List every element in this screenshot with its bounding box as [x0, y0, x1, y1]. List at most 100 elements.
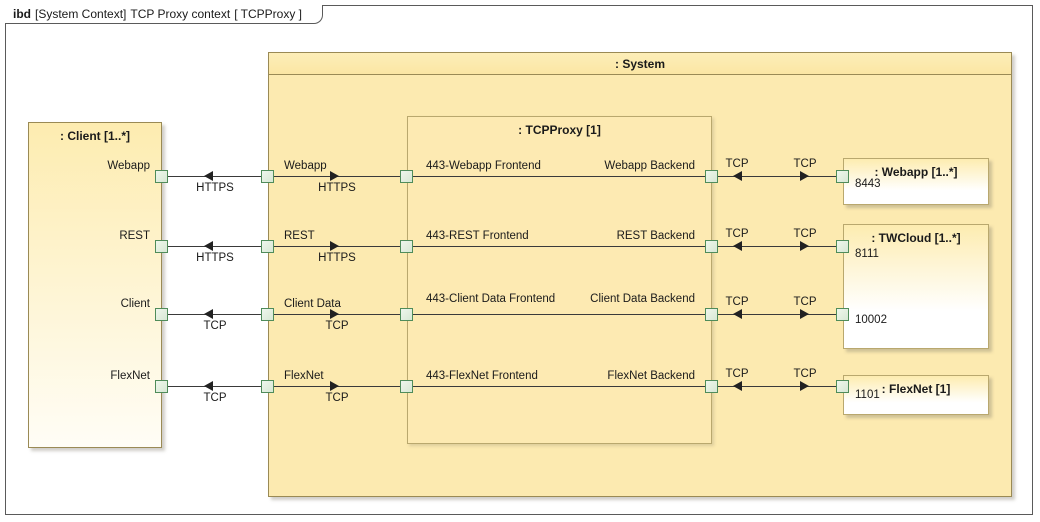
- twcloud-port-label-8111: 8111: [855, 248, 879, 260]
- arrow-right-2: [330, 241, 339, 251]
- diagram-title-tab[interactable]: ibd [System Context] TCP Proxy context […: [5, 5, 323, 24]
- arrow-right-r4: [800, 381, 809, 391]
- proxy-frontend-label-clientdata: 443-Client Data Frontend: [426, 293, 556, 305]
- connector-label-sys-endpoint-3: TCP: [793, 296, 817, 308]
- connector-proxy-internal-2: [413, 246, 705, 247]
- connector-label-system-proxy-1: HTTPS: [318, 182, 356, 194]
- webapp-port-label-8443: 8443: [855, 178, 881, 190]
- connector-label-sys-endpoint-4: TCP: [793, 368, 817, 380]
- arrow-right-r2: [800, 241, 809, 251]
- port-client-client[interactable]: [155, 308, 168, 321]
- connector-proxy-internal-3: [413, 314, 705, 315]
- arrow-left-3: [204, 309, 213, 319]
- client-port-label-flexnet: FlexNet: [110, 370, 150, 382]
- client-port-label-rest: REST: [119, 230, 150, 242]
- diagram-type: [ TCPProxy ]: [234, 7, 302, 21]
- connector-label-system-proxy-2: HTTPS: [318, 252, 356, 264]
- flexnet-port-label-1101: 1101: [855, 389, 880, 401]
- diagram-name: TCP Proxy context: [130, 7, 231, 21]
- connector-proxy-endpoint-1[interactable]: [718, 176, 836, 177]
- arrow-right-4: [330, 381, 339, 391]
- connector-label-system-proxy-4: TCP: [325, 392, 349, 404]
- proxy-frontend-label-webapp: 443-Webapp Frontend: [426, 160, 541, 172]
- port-client-webapp[interactable]: [155, 170, 168, 183]
- port-system-left-rest[interactable]: [261, 240, 274, 253]
- arrow-right-r1: [800, 171, 809, 181]
- system-port-label-webapp: Webapp: [284, 160, 327, 172]
- arrow-left-4: [204, 381, 213, 391]
- port-system-left-webapp[interactable]: [261, 170, 274, 183]
- proxy-frontend-label-rest: 443-REST Frontend: [426, 230, 529, 242]
- client-port-label-webapp: Webapp: [107, 160, 150, 172]
- connector-label-client-system-1: HTTPS: [196, 182, 234, 194]
- connector-client-system-2[interactable]: [168, 246, 261, 247]
- arrow-left-1: [204, 171, 213, 181]
- connector-label-client-system-2: HTTPS: [196, 252, 234, 264]
- connector-label-proxy-sys-1: TCP: [725, 158, 749, 170]
- proxy-backend-label-clientdata: Client Data Backend: [590, 293, 695, 305]
- port-proxy-frontend-webapp[interactable]: [400, 170, 413, 183]
- arrow-right-r3: [800, 309, 809, 319]
- connector-client-system-1[interactable]: [168, 176, 261, 177]
- port-proxy-backend-flexnet[interactable]: [705, 380, 718, 393]
- twcloud-port-label-10002: 10002: [855, 314, 887, 326]
- connector-label-proxy-sys-4: TCP: [725, 368, 749, 380]
- connector-proxy-endpoint-3[interactable]: [718, 314, 836, 315]
- port-proxy-frontend-rest[interactable]: [400, 240, 413, 253]
- proxy-backend-label-rest: REST Backend: [616, 230, 695, 242]
- port-system-left-flexnet[interactable]: [261, 380, 274, 393]
- connector-client-system-3[interactable]: [168, 314, 261, 315]
- block-client[interactable]: : Client [1..*]: [28, 122, 162, 448]
- connector-proxy-endpoint-4[interactable]: [718, 386, 836, 387]
- arrow-right-1: [330, 171, 339, 181]
- connector-label-proxy-sys-3: TCP: [725, 296, 749, 308]
- connector-proxy-internal-1: [413, 176, 705, 177]
- diagram-frame: [5, 5, 1033, 515]
- flexnet-title: : FlexNet [1]: [881, 382, 951, 396]
- system-header: : System: [269, 53, 1011, 75]
- connector-label-proxy-sys-2: TCP: [725, 228, 749, 240]
- connector-proxy-internal-4: [413, 386, 705, 387]
- system-port-label-flexnet: FlexNet: [284, 370, 324, 382]
- port-proxy-backend-webapp[interactable]: [705, 170, 718, 183]
- port-proxy-frontend-clientdata[interactable]: [400, 308, 413, 321]
- block-flexnet[interactable]: : FlexNet [1]: [843, 375, 989, 415]
- port-client-flexnet[interactable]: [155, 380, 168, 393]
- arrow-left-r3: [733, 309, 742, 319]
- port-twcloud-8111[interactable]: [836, 240, 849, 253]
- block-tcpproxy[interactable]: : TCPProxy [1]: [407, 116, 712, 444]
- system-title: : System: [614, 57, 666, 71]
- port-proxy-frontend-flexnet[interactable]: [400, 380, 413, 393]
- proxy-frontend-label-flexnet: 443-FlexNet Frontend: [426, 370, 538, 382]
- connector-label-system-proxy-3: TCP: [325, 320, 349, 332]
- webapp-title: : Webapp [1..*]: [874, 165, 958, 179]
- twcloud-title: : TWCloud [1..*]: [871, 231, 961, 245]
- client-title: : Client [1..*]: [59, 129, 130, 143]
- port-webapp-8443[interactable]: [836, 170, 849, 183]
- diagram-context: [System Context]: [35, 7, 127, 21]
- diagram-keyword: ibd: [13, 7, 31, 21]
- arrow-left-2: [204, 241, 213, 251]
- port-proxy-backend-rest[interactable]: [705, 240, 718, 253]
- arrow-right-3: [330, 309, 339, 319]
- port-flexnet-1101[interactable]: [836, 380, 849, 393]
- connector-client-system-4[interactable]: [168, 386, 261, 387]
- connector-label-sys-endpoint-2: TCP: [793, 228, 817, 240]
- port-client-rest[interactable]: [155, 240, 168, 253]
- connector-label-client-system-3: TCP: [203, 320, 227, 332]
- system-port-label-clientdata: Client Data: [284, 298, 341, 310]
- connector-label-sys-endpoint-1: TCP: [793, 158, 817, 170]
- connector-proxy-endpoint-2[interactable]: [718, 246, 836, 247]
- port-twcloud-10002[interactable]: [836, 308, 849, 321]
- tcpproxy-title: : TCPProxy [1]: [518, 123, 601, 137]
- system-port-label-rest: REST: [284, 230, 315, 242]
- proxy-backend-label-flexnet: FlexNet Backend: [607, 370, 695, 382]
- client-port-label-client: Client: [120, 298, 150, 310]
- port-proxy-backend-clientdata[interactable]: [705, 308, 718, 321]
- port-system-left-clientdata[interactable]: [261, 308, 274, 321]
- proxy-backend-label-webapp: Webapp Backend: [604, 160, 695, 172]
- block-twcloud[interactable]: : TWCloud [1..*]: [843, 224, 989, 349]
- arrow-left-r1: [733, 171, 742, 181]
- arrow-left-r2: [733, 241, 742, 251]
